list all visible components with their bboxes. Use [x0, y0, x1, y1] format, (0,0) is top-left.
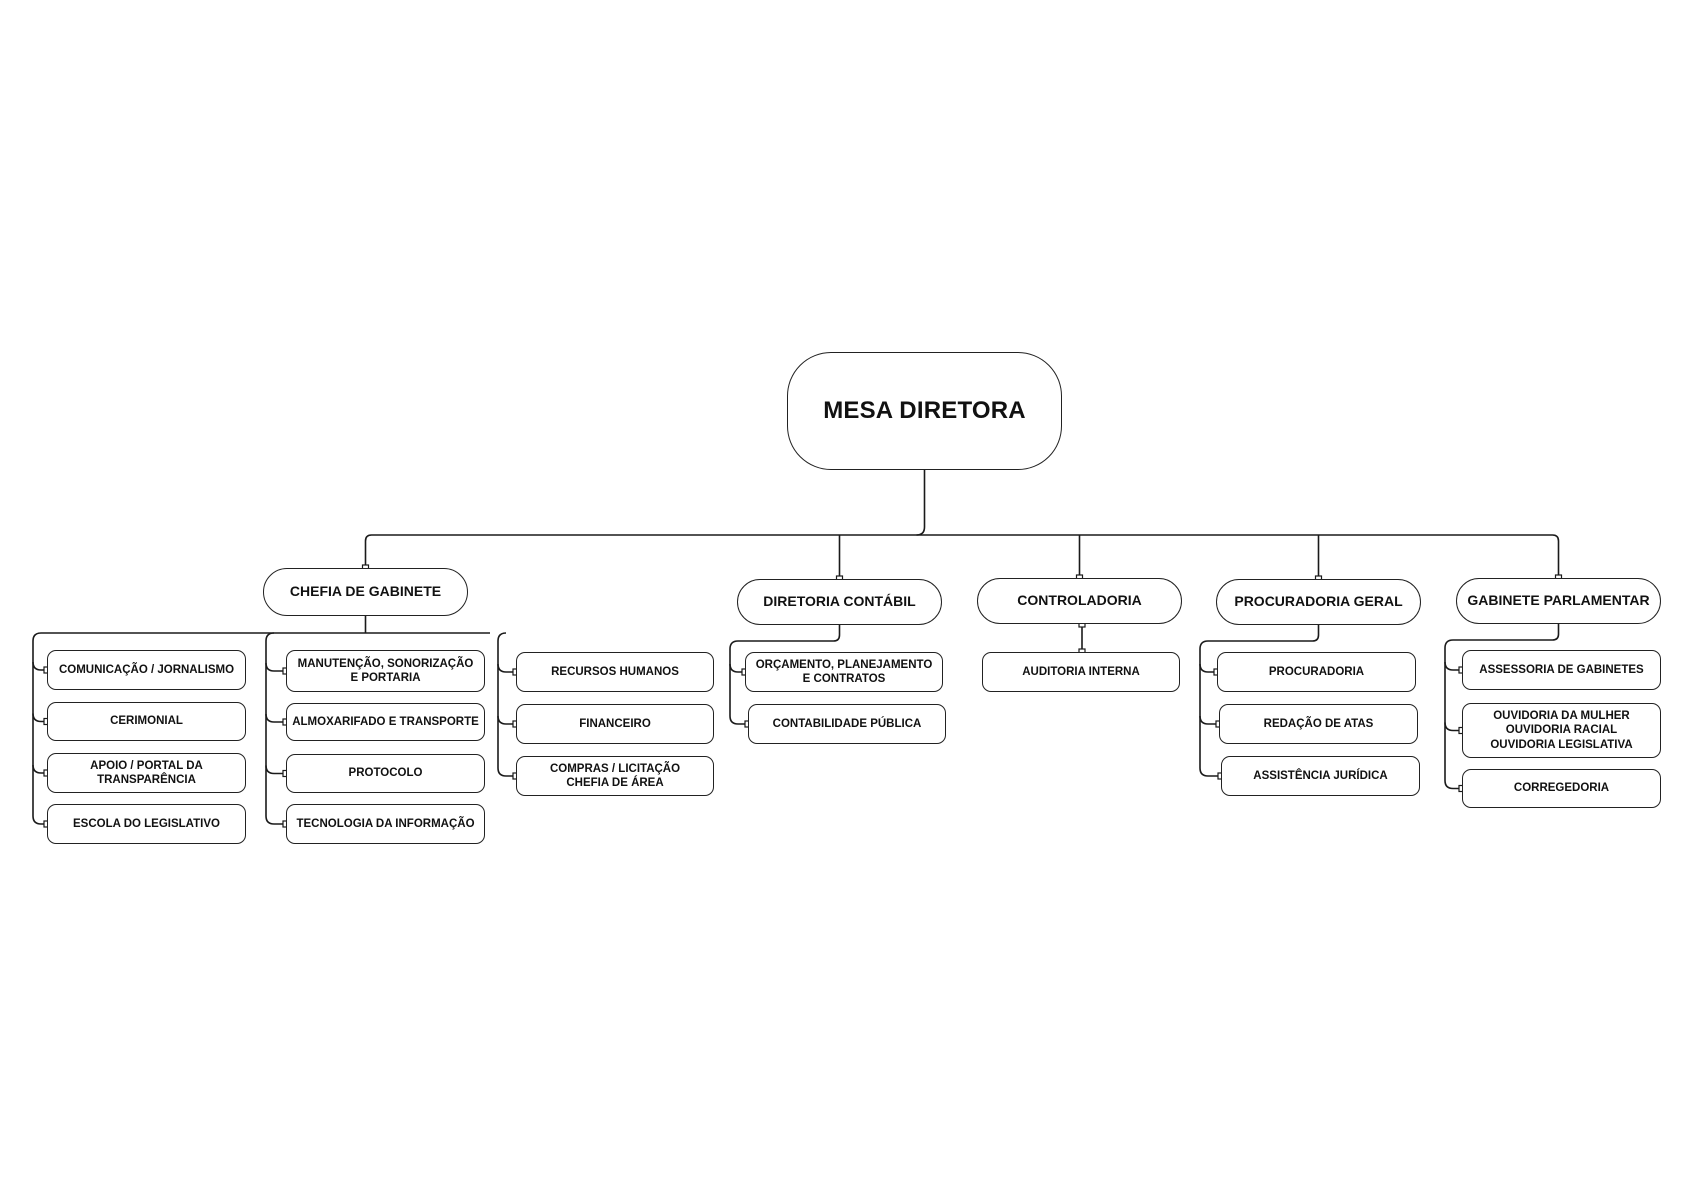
branch-line-3-0-0	[1199, 663, 1217, 673]
unit-almoxarifado-transporte: ALMOXARIFADO E TRANSPORTE	[286, 703, 485, 741]
branch-line-0-0-3	[32, 815, 47, 825]
unit-comunicacao-jornalismo: COMUNICAÇÃO / JORNALISMO	[47, 650, 246, 690]
unit-protocolo: PROTOCOLO	[286, 754, 485, 793]
branch-line-4-0-0	[1444, 661, 1462, 671]
branch-line-0-1-0	[265, 662, 286, 672]
branch-line-3-0-2	[1199, 767, 1221, 777]
branch-line-3-0-1	[1199, 715, 1219, 725]
trunk-line-0-1	[265, 632, 275, 816]
unit-apoio-portal-transparencia: APOIO / PORTAL DA TRANSPARÊNCIA	[47, 753, 246, 793]
root-stem-line	[916, 470, 926, 536]
branch-line-0-1-1	[265, 713, 286, 723]
dept-node-gabinete-parlamentar: GABINETE PARLAMENTAR	[1456, 578, 1661, 624]
trunk-line-0-0	[32, 632, 42, 816]
branch-line-0-0-0	[32, 661, 47, 671]
branch-line-4-0-2	[1444, 780, 1462, 790]
unit-cerimonial: CERIMONIAL	[47, 702, 246, 741]
bus-left-line	[364, 534, 925, 542]
trunk-line-3-0	[1199, 625, 1320, 768]
unit-ouvidorias: OUVIDORIA DA MULHER OUVIDORIA RACIAL OUV…	[1462, 703, 1661, 758]
dept-node-chefia-de-gabinete: CHEFIA DE GABINETE	[263, 568, 468, 616]
trunk-line-4-0	[1444, 624, 1560, 781]
unit-tecnologia-da-informacao: TECNOLOGIA DA INFORMAÇÃO	[286, 804, 485, 844]
bus-right-line	[924, 534, 1560, 542]
unit-compras-licitacao: COMPRAS / LICITAÇÃO CHEFIA DE ÁREA	[516, 756, 714, 796]
unit-contabilidade-publica: CONTABILIDADE PÚBLICA	[748, 704, 946, 744]
branch-line-4-0-1	[1444, 722, 1462, 732]
branch-line-0-2-2	[497, 767, 516, 777]
branch-line-0-0-2	[32, 764, 47, 774]
branch-line-0-2-0	[497, 663, 516, 673]
branch-line-0-1-3	[265, 815, 286, 825]
unit-auditoria-interna: AUDITORIA INTERNA	[982, 652, 1180, 692]
unit-redacao-de-atas: REDAÇÃO DE ATAS	[1219, 704, 1418, 744]
unit-manutencao-sonorizacao-portaria: MANUTENÇÃO, SONORIZAÇÃO E PORTARIA	[286, 650, 485, 692]
unit-assistencia-juridica: ASSISTÊNCIA JURÍDICA	[1221, 756, 1420, 796]
unit-procuradoria: PROCURADORIA	[1217, 652, 1416, 692]
trunk-line-1-0	[729, 625, 841, 716]
unit-orcamento-planejamento-contratos: ORÇAMENTO, PLANEJAMENTO E CONTRATOS	[745, 652, 943, 692]
dept-node-diretoria-contabil: DIRETORIA CONTÁBIL	[737, 579, 942, 625]
branch-line-0-1-2	[265, 765, 286, 775]
unit-financeiro: FINANCEIRO	[516, 704, 714, 744]
branch-line-1-0-1	[729, 715, 748, 725]
unit-recursos-humanos: RECURSOS HUMANOS	[516, 652, 714, 692]
branch-line-0-0-1	[32, 713, 47, 723]
trunk-line-0-2	[497, 632, 507, 768]
root-node-mesa-diretora: MESA DIRETORA	[787, 352, 1062, 470]
unit-assessoria-de-gabinetes: ASSESSORIA DE GABINETES	[1462, 650, 1661, 690]
unit-corregedoria: CORREGEDORIA	[1462, 769, 1661, 808]
branch-line-1-0-0	[729, 663, 745, 673]
dept-node-controladoria: CONTROLADORIA	[977, 578, 1182, 624]
unit-escola-do-legislativo: ESCOLA DO LEGISLATIVO	[47, 804, 246, 844]
branch-line-0-2-1	[497, 715, 516, 725]
dept-node-procuradoria-geral: PROCURADORIA GERAL	[1216, 579, 1421, 625]
